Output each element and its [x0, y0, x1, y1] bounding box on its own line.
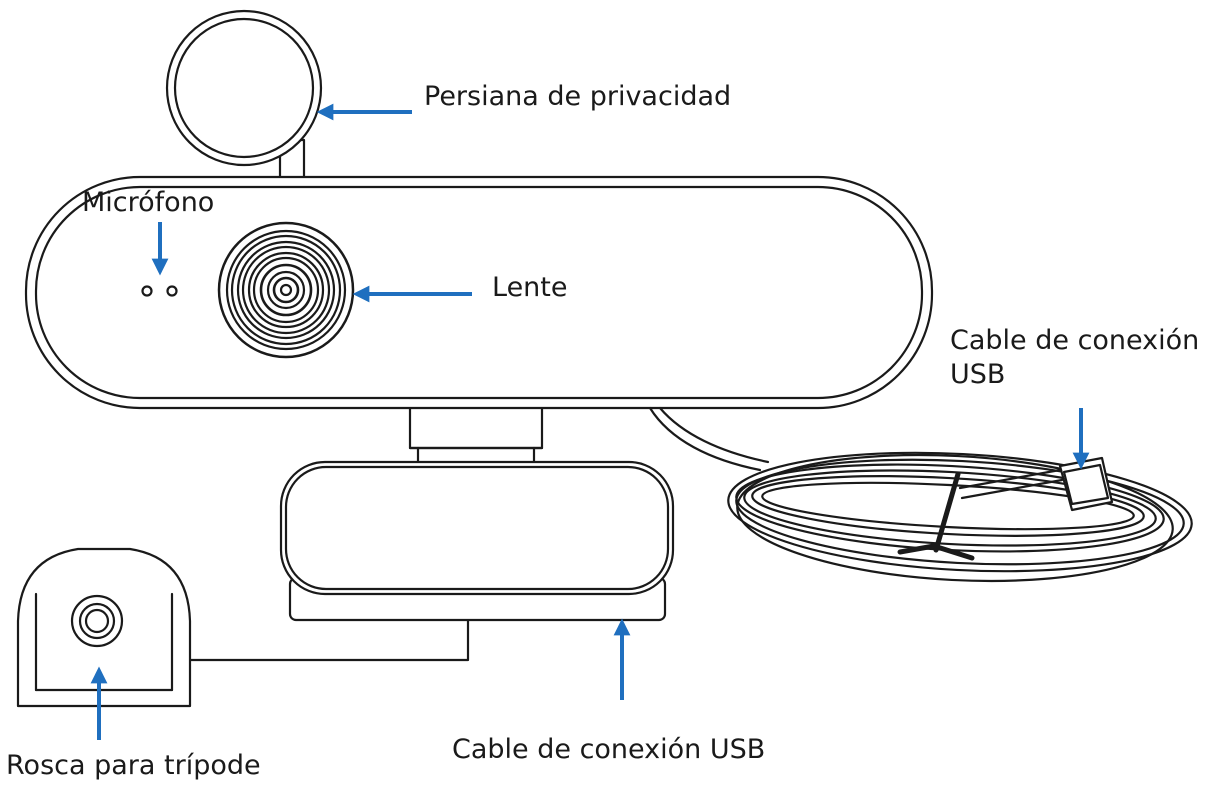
- usb-cable: [648, 406, 1193, 583]
- privacy-shutter: [165, 9, 323, 184]
- label-tripod-thread: Rosca para trípode: [6, 750, 261, 781]
- inset-connector: [183, 619, 470, 662]
- base-mount: [279, 460, 675, 622]
- tripod-inset: [16, 547, 192, 708]
- label-usb-cable-right: Cable de conexión USB: [950, 325, 1200, 390]
- label-privacy-shutter: Persiana de privacidad: [424, 81, 732, 112]
- camera-body: [24, 175, 934, 410]
- cable-tie: [897, 471, 975, 561]
- label-microphone: Micrófono: [82, 187, 215, 218]
- microphone-holes: [141, 285, 178, 297]
- label-usb-cable-bottom: Cable de conexión USB: [452, 734, 766, 765]
- usb-connector: [1058, 456, 1114, 512]
- label-lens: Lente: [492, 272, 568, 303]
- lens: [217, 221, 355, 359]
